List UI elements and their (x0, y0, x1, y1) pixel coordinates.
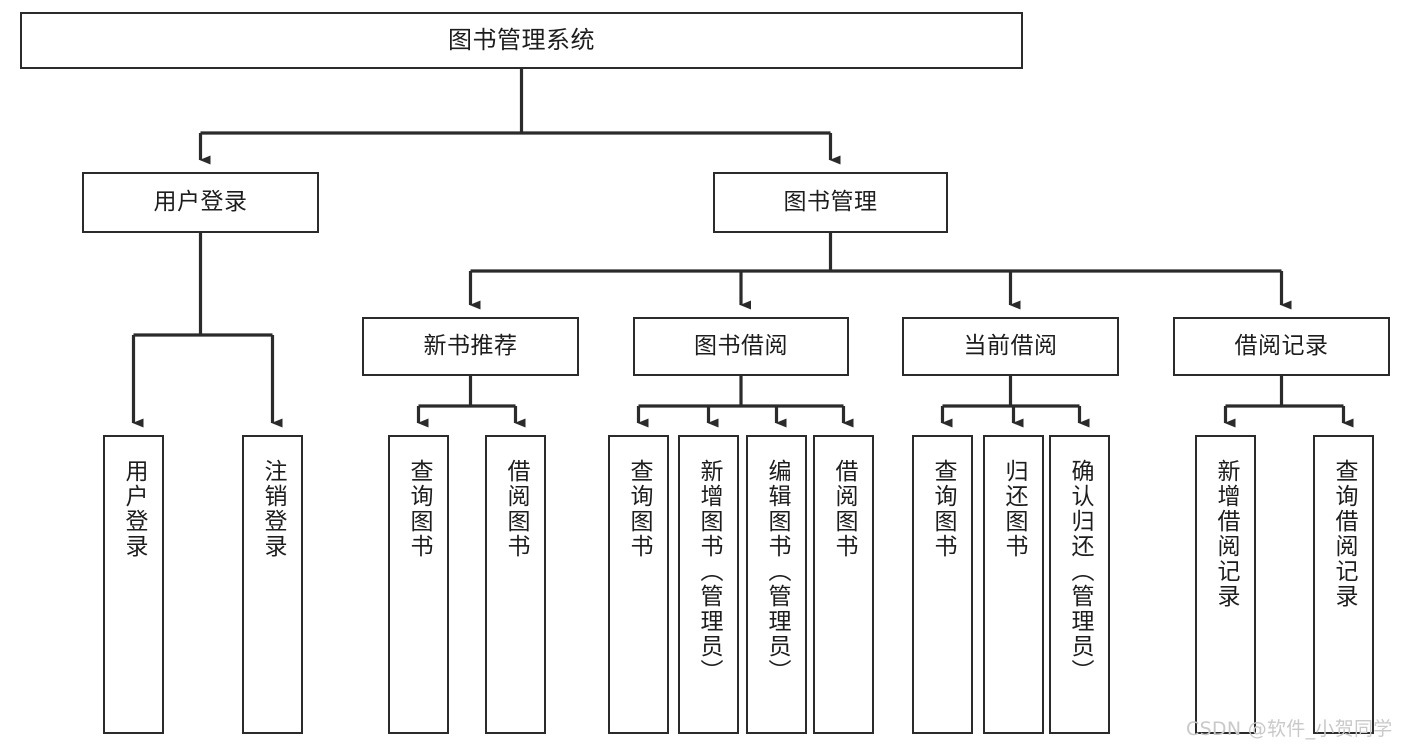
node-label-leaf-logout: 注销登录 (260, 459, 286, 559)
node-leaf-add-book[interactable]: 新增图书（管理员） (678, 435, 739, 734)
node-leaf-query-record[interactable]: 查询借阅记录 (1313, 435, 1374, 734)
node-label-user-login: 用户登录 (153, 188, 248, 215)
node-label-leaf-confirm-return: 确认归还（管理员） (1067, 459, 1093, 684)
node-label-leaf-query-book-2: 查询图书 (626, 459, 652, 559)
node-leaf-edit-book[interactable]: 编辑图书（管理员） (746, 435, 807, 734)
node-label-leaf-query-record: 查询借阅记录 (1331, 459, 1357, 609)
node-leaf-query-book-3[interactable]: 查询图书 (912, 435, 973, 734)
node-leaf-return-book[interactable]: 归还图书 (983, 435, 1044, 734)
node-root[interactable]: 图书管理系统 (20, 12, 1023, 69)
node-current-borrow[interactable]: 当前借阅 (902, 317, 1119, 376)
node-label-leaf-add-book: 新增图书（管理员） (696, 459, 722, 684)
node-label-leaf-query-book-3: 查询图书 (930, 459, 956, 559)
node-label-leaf-user-login: 用户登录 (121, 459, 147, 559)
node-label-leaf-query-book-1: 查询图书 (406, 459, 432, 559)
node-borrow-record[interactable]: 借阅记录 (1173, 317, 1390, 376)
csdn-watermark: CSDN @软件_小贺同学 (1186, 718, 1393, 740)
node-book-manage[interactable]: 图书管理 (713, 172, 948, 233)
node-label-new-book-rec: 新书推荐 (423, 332, 518, 359)
node-leaf-query-book-2[interactable]: 查询图书 (608, 435, 669, 734)
node-leaf-add-record[interactable]: 新增借阅记录 (1195, 435, 1256, 734)
node-label-root: 图书管理系统 (448, 26, 595, 55)
node-label-book-manage: 图书管理 (783, 188, 878, 215)
node-label-leaf-return-book: 归还图书 (1001, 459, 1027, 559)
node-user-login[interactable]: 用户登录 (82, 172, 319, 233)
node-new-book-rec[interactable]: 新书推荐 (362, 317, 579, 376)
node-leaf-logout[interactable]: 注销登录 (242, 435, 303, 734)
node-leaf-confirm-return[interactable]: 确认归还（管理员） (1049, 435, 1110, 734)
node-leaf-query-book-1[interactable]: 查询图书 (388, 435, 449, 734)
node-label-book-borrow: 图书借阅 (694, 332, 788, 359)
node-label-leaf-add-record: 新增借阅记录 (1213, 459, 1239, 609)
node-label-leaf-edit-book: 编辑图书（管理员） (764, 459, 790, 684)
node-label-current-borrow: 当前借阅 (963, 332, 1058, 359)
node-leaf-user-login[interactable]: 用户登录 (103, 435, 164, 734)
node-leaf-borrow-book-2[interactable]: 借阅图书 (813, 435, 874, 734)
node-leaf-borrow-book-1[interactable]: 借阅图书 (485, 435, 546, 734)
node-label-borrow-record: 借阅记录 (1234, 332, 1329, 359)
node-book-borrow[interactable]: 图书借阅 (633, 317, 849, 376)
node-label-leaf-borrow-book-2: 借阅图书 (831, 459, 857, 559)
node-label-leaf-borrow-book-1: 借阅图书 (503, 459, 529, 559)
